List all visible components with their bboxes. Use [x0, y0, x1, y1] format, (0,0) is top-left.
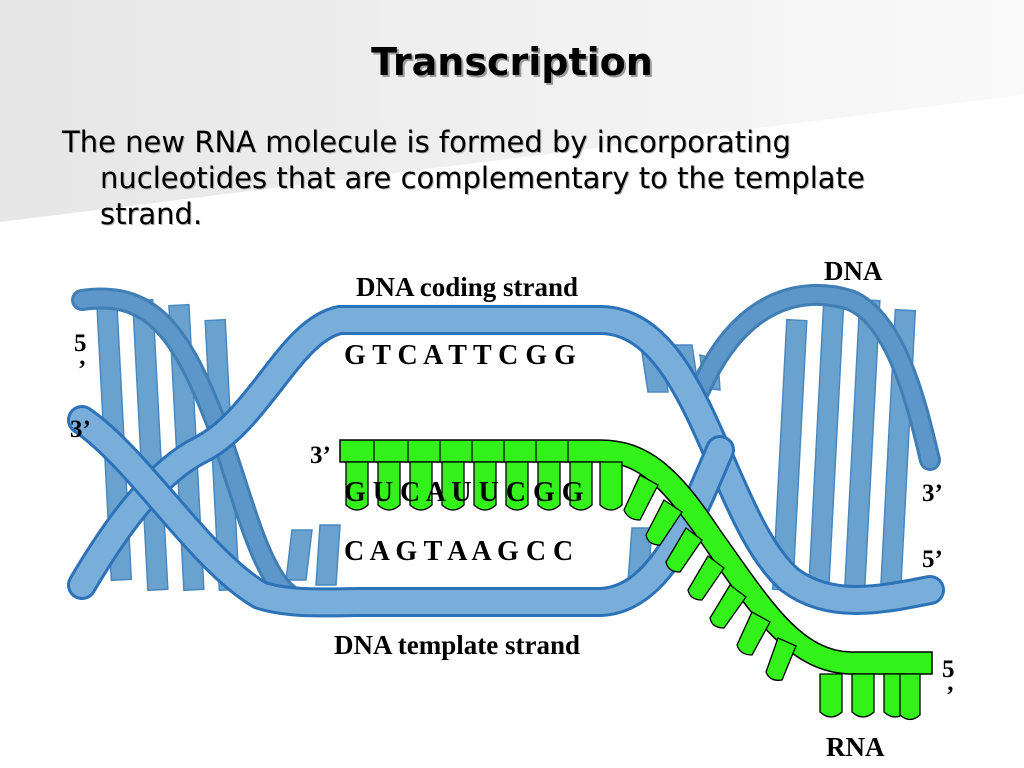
label-dna: DNA — [824, 256, 883, 286]
label-dna-template-strand: DNA template strand — [334, 630, 580, 660]
slide-body-text: The new RNA molecule is formed by incorp… — [62, 125, 865, 231]
label-left-3-prime: 3’ — [70, 416, 91, 443]
label-rna-5-prime-mark: ’ — [946, 682, 955, 709]
label-rna-3-prime: 3’ — [310, 442, 331, 469]
rna-released-teeth — [623, 474, 797, 681]
template-strand-sequence: C A G T A A G C C — [344, 536, 574, 567]
label-right-3-prime: 3’ — [922, 480, 943, 507]
label-left-5-prime-mark: ’ — [78, 356, 87, 383]
rna-nucleotide-teeth — [345, 461, 623, 511]
label-left-5-prime: 5 — [74, 330, 87, 357]
label-dna-coding-strand: DNA coding strand — [356, 272, 579, 302]
rna-tail-teeth — [819, 673, 921, 721]
coding-strand-sequence: G T C A T T C G G — [344, 340, 576, 371]
label-rna-5-prime: 5 — [942, 656, 955, 683]
rna-sequence: G U C A U U C G G — [344, 477, 584, 508]
label-rna: RNA — [826, 732, 885, 762]
slide-title: Transcription — [371, 40, 653, 84]
label-right-5-prime: 5’ — [922, 546, 943, 573]
